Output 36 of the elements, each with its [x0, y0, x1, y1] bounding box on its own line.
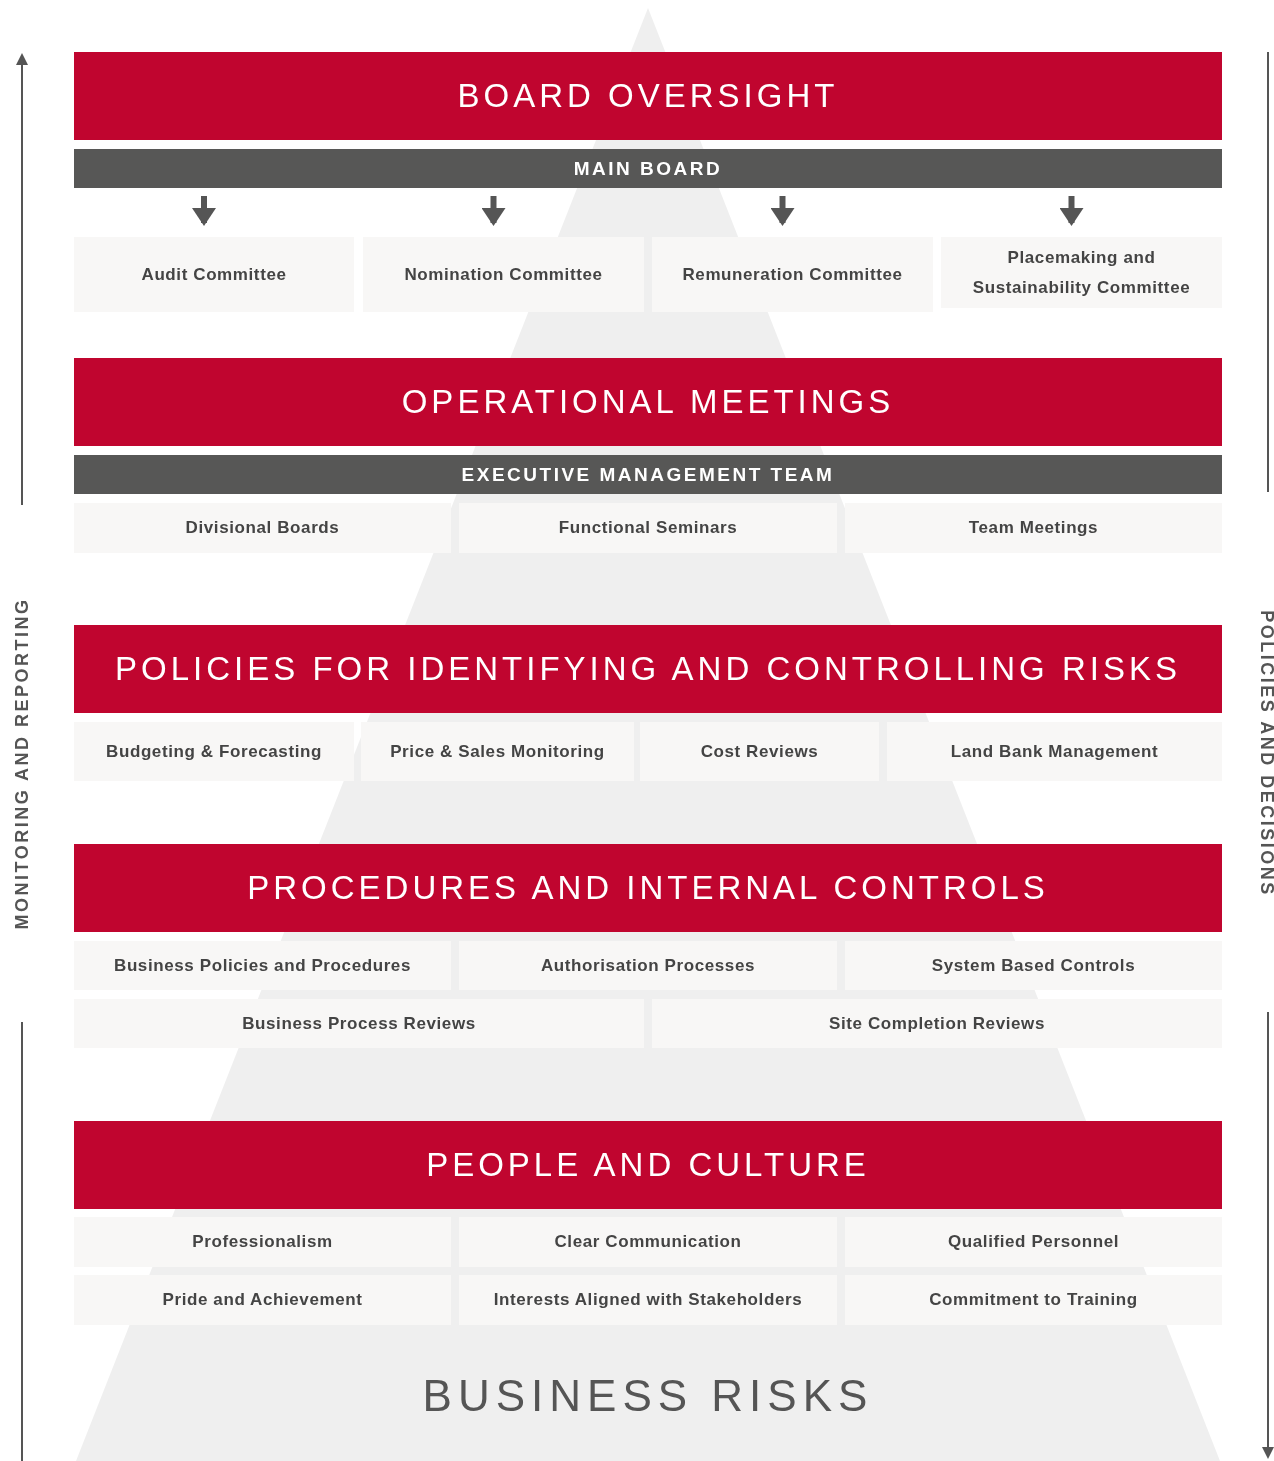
item-box: Site Completion Reviews: [652, 999, 1222, 1048]
item-box: Budgeting & Forecasting: [74, 722, 354, 781]
section-band: OPERATIONAL MEETINGS: [74, 358, 1222, 446]
item-box: Audit Committee: [74, 237, 354, 312]
item-box: Functional Seminars: [459, 503, 837, 553]
arrow: [1059, 196, 1084, 226]
item-box: Cost Reviews: [640, 722, 879, 781]
arrow: [192, 196, 216, 226]
item-box: Business Process Reviews: [74, 999, 644, 1048]
item-box: Professionalism: [74, 1217, 451, 1267]
arrow: [770, 196, 795, 226]
section-band: PROCEDURES AND INTERNAL CONTROLS: [74, 844, 1222, 932]
section-band: PEOPLE AND CULTURE: [74, 1121, 1222, 1209]
section-band: POLICIES FOR IDENTIFYING AND CONTROLLING RISKS: [74, 625, 1222, 713]
item-box: Pride and Achievement: [74, 1275, 451, 1325]
item-box: Qualified Personnel: [845, 1217, 1222, 1267]
item-box: System Based Controls: [845, 941, 1222, 990]
side-label: MONITORING AND REPORTING: [11, 597, 33, 929]
item-box: Divisional Boards: [74, 503, 451, 553]
item-box: Authorisation Processes: [459, 941, 837, 990]
pyramid-label: BUSINESS RISKS: [422, 1370, 874, 1421]
item-box: Land Bank Management: [887, 722, 1222, 781]
arrow: [481, 196, 506, 226]
item-box: Team Meetings: [845, 503, 1222, 553]
item-box: Price & Sales Monitoring: [361, 722, 634, 781]
body-header-bar: EXECUTIVE MANAGEMENT TEAM: [74, 455, 1222, 494]
item-box: Business Policies and Procedures: [74, 941, 451, 990]
item-box: Remuneration Committee: [652, 237, 933, 312]
body-header-bar: MAIN BOARD: [74, 149, 1222, 188]
item-box: Clear Communication: [459, 1217, 837, 1267]
item-box: Interests Aligned with Stakeholders: [459, 1275, 837, 1325]
side-label: POLICIES AND DECISIONS: [1255, 609, 1274, 897]
section-band: BOARD OVERSIGHT: [74, 52, 1222, 140]
item-box: Commitment to Training: [845, 1275, 1222, 1325]
item-box: Placemaking and Sustainability Committee: [941, 237, 1222, 308]
item-box: Nomination Committee: [363, 237, 644, 312]
